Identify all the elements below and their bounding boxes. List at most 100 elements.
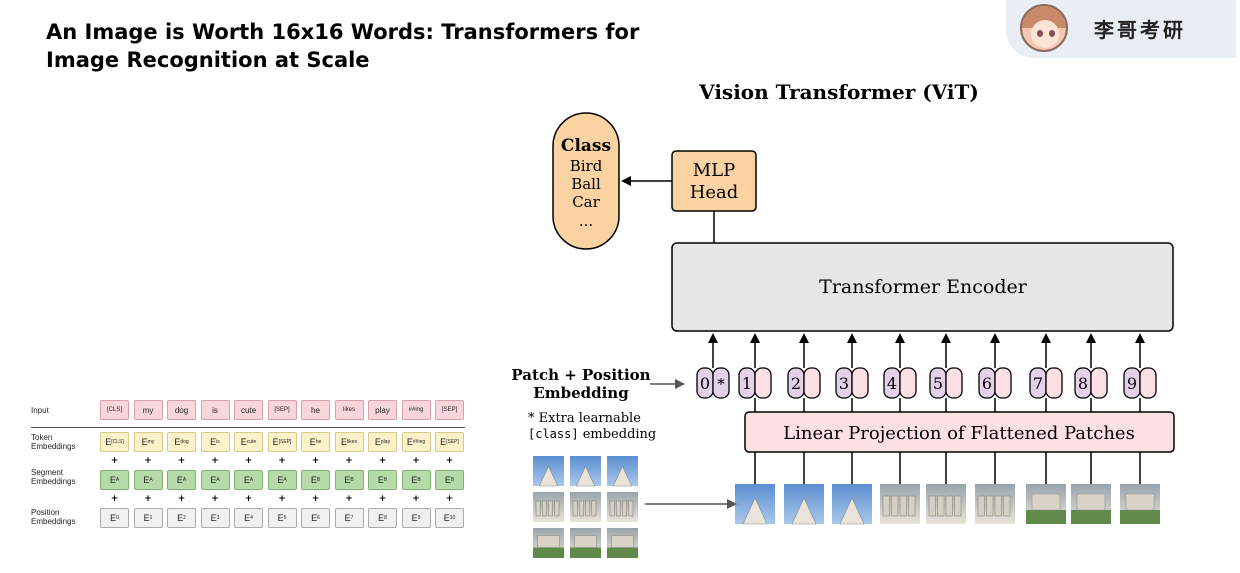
image-patch — [1120, 484, 1160, 524]
position-index-label: 8 — [1078, 374, 1088, 393]
grid-image-patch — [533, 492, 564, 522]
patch-embedding-token — [1045, 367, 1063, 399]
grid-image-patch — [607, 456, 638, 487]
patch-embedding-token — [899, 367, 917, 399]
image-patch — [832, 484, 872, 525]
position-index-label: 0 — [700, 374, 710, 393]
bert-plus-sign: + — [144, 456, 152, 466]
bert-token-embedding: E[SEP] — [435, 432, 464, 452]
extra-learnable-note-line-2: [class] embedding — [528, 427, 656, 442]
patch-embedding-token — [803, 367, 821, 399]
class-heading: Class — [561, 136, 611, 156]
position-index-label: 9 — [1127, 374, 1137, 393]
transformer-encoder-box — [671, 242, 1174, 332]
position-index-label: 3 — [839, 374, 849, 393]
bert-input-token: dog — [167, 400, 196, 420]
image-patch — [1026, 484, 1066, 524]
bert-plus-sign: + — [311, 494, 320, 504]
linear-projection-box — [744, 411, 1175, 453]
bert-token-embedding: E[CLS] — [100, 432, 129, 452]
linear-projection-label: Linear Projection of Flattened Patches — [783, 423, 1135, 444]
class-token — [712, 367, 730, 399]
bert-plus-sign: + — [211, 494, 219, 504]
bert-plus-sign: + — [412, 494, 420, 504]
class-item: Bird — [570, 157, 603, 175]
class-item: Ball — [571, 175, 601, 193]
embedding-label-line-2: Embedding — [533, 384, 629, 402]
patch-embedding-token — [945, 367, 963, 399]
bert-input-token: [SEP] — [435, 400, 464, 420]
position-index-label: 4 — [887, 374, 897, 393]
mlp-head-label-line-1: MLP — [693, 160, 736, 181]
bert-input-token: [CLS] — [100, 400, 129, 420]
patch-embedding-token — [851, 367, 869, 399]
bert-input-token: likes — [334, 400, 364, 420]
bert-plus-sign: + — [110, 494, 119, 504]
class-output-box — [552, 112, 620, 250]
bert-plus-sign: + — [345, 456, 353, 466]
bert-plus-sign: + — [345, 494, 353, 504]
grid-image-patch — [570, 492, 601, 522]
extra-learnable-note-line-1: * Extra learnable — [528, 411, 641, 426]
position-index-label: 7 — [1033, 374, 1043, 393]
class-item: Car — [572, 193, 600, 211]
bert-plus-sign: + — [110, 456, 119, 466]
vit-title: Vision Transformer (ViT) — [698, 80, 979, 104]
grid-image-patch — [607, 528, 638, 558]
cartoon-avatar-icon — [1020, 4, 1068, 52]
bert-plus-sign: + — [211, 456, 219, 466]
patch-embedding-token — [994, 367, 1012, 399]
bert-input-token: cute — [234, 400, 263, 420]
bert-plus-sign: + — [445, 456, 454, 466]
image-patch — [784, 484, 824, 525]
bert-input-token: ##ing — [401, 400, 431, 420]
position-index-label: 2 — [791, 374, 801, 393]
bert-plus-sign: + — [378, 456, 387, 466]
grid-image-patch — [533, 456, 564, 487]
bert-input-token: my — [133, 400, 163, 420]
image-patch — [880, 484, 920, 524]
bert-plus-sign: + — [311, 456, 320, 466]
bert-plus-sign: + — [412, 456, 420, 466]
bert-plus-sign: + — [378, 494, 387, 504]
bert-plus-sign: + — [445, 494, 454, 504]
grid-image-patch — [570, 528, 601, 558]
bert-plus-sign: + — [177, 456, 186, 466]
bert-input-token: play — [368, 400, 397, 420]
bert-plus-sign: + — [144, 494, 152, 504]
patch-embedding-token — [754, 367, 772, 399]
position-index-label: 1 — [742, 374, 752, 393]
slide-title: An Image is Worth 16x16 Words: Transform… — [46, 18, 646, 74]
patch-embedding-token — [1090, 367, 1108, 399]
bert-token-embedding: E##ing — [401, 432, 431, 452]
grid-image-patch — [533, 528, 564, 558]
bert-token-embedding: E[SEP] — [267, 432, 297, 452]
image-patch — [1071, 484, 1111, 524]
bert-plus-sign: + — [244, 494, 253, 504]
class-item: ... — [579, 212, 593, 230]
bert-plus-sign: + — [278, 494, 286, 504]
image-patch — [735, 484, 775, 525]
class-token-marker: * — [717, 375, 725, 393]
